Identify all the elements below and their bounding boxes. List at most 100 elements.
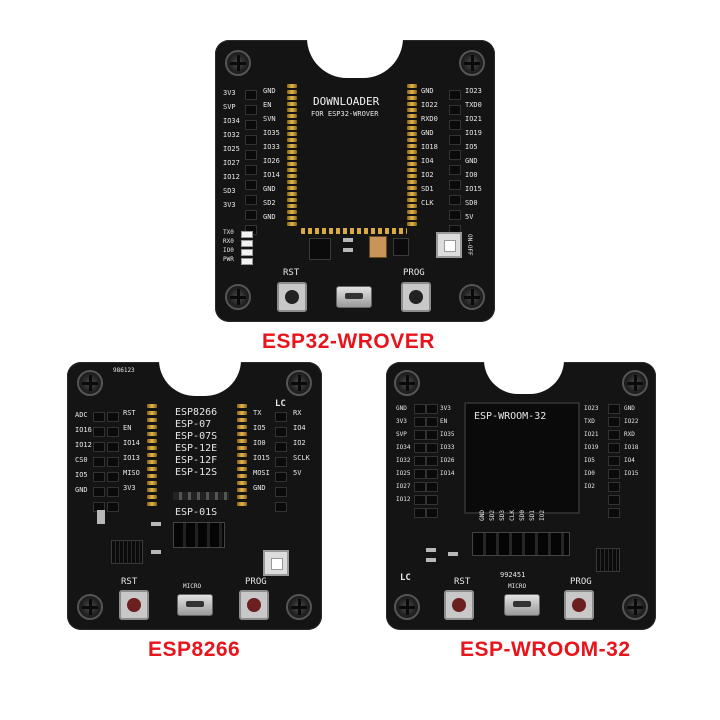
esp8266-left-inner-labels: RST EN IO14 IO13 MISO 3V3 bbox=[123, 410, 140, 492]
pin-label: SD3 bbox=[499, 510, 506, 521]
screw-icon bbox=[394, 594, 420, 620]
pin-label: SCLK bbox=[293, 454, 310, 462]
pin-label: IO32 bbox=[223, 131, 240, 139]
screw-icon bbox=[286, 370, 312, 396]
wroom-right-header[interactable] bbox=[608, 404, 620, 518]
pin-label: CLK bbox=[509, 510, 516, 521]
rst-button[interactable] bbox=[119, 590, 149, 620]
pin-label: IO15 bbox=[465, 185, 482, 193]
led-icon bbox=[241, 240, 253, 247]
pin-label: GND bbox=[263, 185, 276, 193]
pin-label: IO32 bbox=[396, 457, 411, 464]
led-label: TX0 bbox=[223, 229, 234, 236]
esp8266-right-inner-labels: TX IO5 IO0 IO15 MOSI GND bbox=[253, 410, 270, 492]
esp01-socket[interactable] bbox=[173, 522, 225, 548]
esp8266-right-header[interactable] bbox=[275, 412, 287, 512]
pin-label: IO34 bbox=[223, 117, 240, 125]
prog-button[interactable] bbox=[564, 590, 594, 620]
esp8266-left-header[interactable] bbox=[93, 412, 105, 512]
wroom-left-header-2[interactable] bbox=[426, 404, 438, 518]
lc-logo: LC bbox=[400, 573, 411, 583]
bottom-header[interactable] bbox=[472, 532, 570, 556]
wrover-right-inner-labels: GND IO22 RXD0 GND IO18 IO4 IO2 SD1 CLK bbox=[421, 88, 438, 207]
micro-usb-port[interactable] bbox=[336, 286, 372, 308]
pin-label: IO4 bbox=[421, 157, 434, 165]
serial-number: 992451 bbox=[500, 571, 526, 579]
pin-label: IO35 bbox=[263, 129, 280, 137]
pin-label: SD1 bbox=[529, 510, 536, 521]
pin-label: SD0 bbox=[519, 510, 526, 521]
pin-label: IO23 bbox=[584, 405, 599, 412]
rst-button[interactable] bbox=[277, 282, 307, 312]
pin-label: CLK bbox=[421, 199, 434, 207]
wroom-bottom-labels: GND SD2 SD3 CLK SD0 SD1 IO2 bbox=[479, 510, 546, 521]
pin-label: 5V bbox=[293, 469, 302, 477]
module-socket[interactable] bbox=[464, 402, 580, 514]
pin-label: IO25 bbox=[223, 145, 240, 153]
pin-label: SVP bbox=[223, 103, 236, 111]
switch-label: ON-OFF bbox=[466, 234, 473, 256]
prog-label: PROG bbox=[245, 577, 267, 587]
led-labels: TX0 RX0 IO0 PWR bbox=[223, 230, 234, 263]
pin-label: IO5 bbox=[253, 424, 266, 432]
pin-label: IO5 bbox=[584, 457, 595, 464]
micro-usb-port[interactable] bbox=[177, 594, 213, 616]
resistor bbox=[343, 238, 353, 242]
rst-button[interactable] bbox=[444, 590, 474, 620]
prog-button[interactable] bbox=[401, 282, 431, 312]
pin-label: IO34 bbox=[396, 444, 411, 451]
usb-serial-chip bbox=[111, 540, 143, 564]
pin-label: TXD0 bbox=[465, 101, 482, 109]
pin-label: GND bbox=[253, 484, 266, 492]
power-switch[interactable] bbox=[263, 550, 289, 576]
caption-wrover: ESP32-WROVER bbox=[262, 330, 435, 353]
pin-label: IO14 bbox=[263, 171, 280, 179]
pin-label: IO2 bbox=[293, 439, 306, 447]
micro-usb-port[interactable] bbox=[504, 594, 540, 616]
prog-button[interactable] bbox=[239, 590, 269, 620]
module-cutout bbox=[484, 360, 564, 394]
pin-label: IO18 bbox=[421, 143, 438, 151]
screw-icon bbox=[225, 50, 251, 76]
esp8266-board: 986123 LC ADC IO16 IO12 CS0 IO5 GND RST … bbox=[67, 360, 322, 630]
pin-label: IO16 bbox=[75, 426, 92, 434]
pin-label: EN bbox=[440, 418, 448, 425]
screw-icon bbox=[225, 284, 251, 310]
pin-label: TXD bbox=[584, 418, 595, 425]
pogo-pins-right bbox=[407, 84, 417, 226]
pin-label: TX bbox=[253, 409, 262, 417]
pin-label: 5V bbox=[465, 213, 474, 221]
resistor bbox=[151, 550, 161, 554]
wrover-left-header[interactable] bbox=[245, 90, 257, 235]
esp8266-left-header-2[interactable] bbox=[107, 412, 119, 512]
module-names: ESP8266 ESP-07 ESP-07S ESP-12E ESP-12F E… bbox=[175, 408, 217, 478]
pin-label: IO23 bbox=[465, 87, 482, 95]
pin-label: IO2 bbox=[584, 483, 595, 490]
lc-logo: LC bbox=[275, 399, 286, 409]
wrover-right-header[interactable] bbox=[449, 90, 461, 235]
regulator-chip bbox=[393, 238, 409, 256]
wrover-left-inner-labels: GND EN SVN IO35 IO33 IO26 IO14 GND SD2 G… bbox=[263, 88, 280, 221]
pin-label: IO26 bbox=[440, 457, 455, 464]
pin-label: IO27 bbox=[396, 483, 411, 490]
pin-label: 3V3 bbox=[396, 418, 407, 425]
led-icon bbox=[241, 258, 253, 265]
screw-icon bbox=[459, 50, 485, 76]
screw-icon bbox=[459, 284, 485, 310]
rst-label: RST bbox=[121, 577, 138, 587]
pin-label: IO19 bbox=[584, 444, 599, 451]
pin-label: IO35 bbox=[440, 431, 455, 438]
pin-label: IO22 bbox=[421, 101, 438, 109]
led-label: RX0 bbox=[223, 238, 234, 245]
power-switch[interactable] bbox=[436, 232, 462, 258]
pin-label: IO33 bbox=[263, 143, 280, 151]
wrover-right-outer-labels: IO23 TXD0 IO21 IO19 IO5 GND IO0 IO15 SD0… bbox=[465, 88, 482, 221]
pin-label: IO26 bbox=[263, 157, 280, 165]
pin-label: IO0 bbox=[584, 470, 595, 477]
esp01-label: ESP-01S bbox=[175, 507, 218, 518]
module-cutout bbox=[159, 360, 241, 396]
pin-label: GND bbox=[75, 486, 88, 494]
screw-icon bbox=[77, 370, 103, 396]
wroom-left-header[interactable] bbox=[414, 404, 426, 518]
pin-label: SD2 bbox=[263, 199, 276, 207]
